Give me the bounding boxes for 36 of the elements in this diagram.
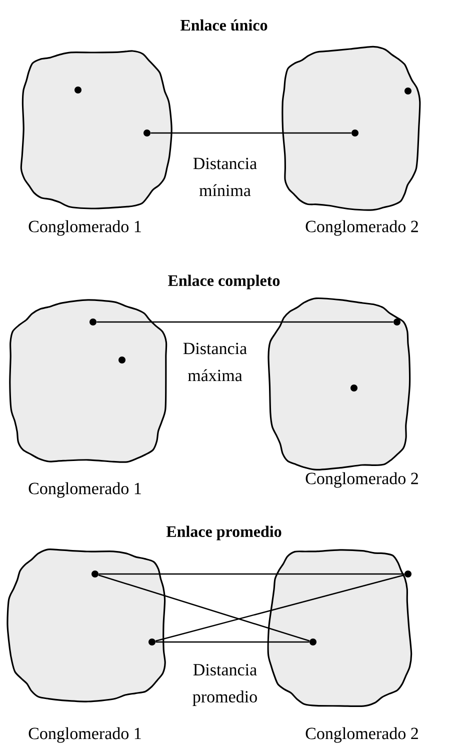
panel-title: Enlace completo — [168, 274, 280, 290]
data-point — [92, 570, 98, 578]
cluster-blob — [268, 297, 411, 470]
distance-label: Distancia mínima — [193, 158, 257, 196]
data-point — [350, 384, 358, 392]
panel-title: Enlace único — [180, 19, 268, 31]
data-point — [310, 638, 316, 646]
data-point — [352, 130, 358, 136]
connector-line — [156, 641, 310, 643]
panel-title: Enlace promedio — [166, 526, 282, 540]
connector-line — [98, 574, 310, 642]
distance-label: Distancia promedio — [192, 664, 257, 706]
cluster-blob — [6, 548, 166, 702]
data-point — [144, 130, 150, 136]
cluster-caption: Conglomerado 2 — [306, 472, 418, 488]
data-point — [118, 356, 126, 364]
data-point — [90, 318, 96, 326]
cluster-caption: Conglomerado 2 — [306, 727, 418, 743]
data-point — [148, 638, 156, 646]
data-point — [394, 318, 400, 326]
connector-line — [98, 573, 404, 575]
cluster-caption: Conglomerado 1 — [28, 482, 141, 498]
cluster-blob — [9, 299, 168, 463]
data-point — [74, 86, 82, 94]
cluster-caption: Conglomerado 1 — [28, 220, 141, 236]
cluster-blob — [20, 50, 172, 210]
cluster-caption: Conglomerado 1 — [28, 727, 141, 743]
data-point — [404, 570, 412, 578]
distance-label: Distancia máxima — [183, 342, 247, 382]
connector-line — [155, 574, 405, 642]
data-point — [404, 88, 412, 94]
connector-line — [150, 132, 352, 134]
cluster-blob — [267, 549, 412, 708]
cluster-blob — [282, 46, 421, 211]
connector-line — [96, 321, 394, 323]
cluster-caption: Conglomerado 2 — [306, 220, 418, 236]
